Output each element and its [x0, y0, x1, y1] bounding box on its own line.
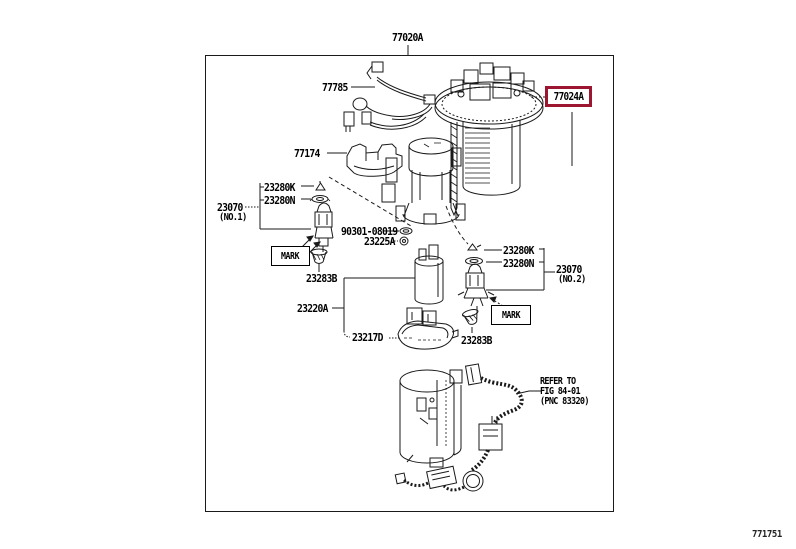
fuel-pump-drawing [397, 244, 459, 350]
sender-harness-drawing [394, 363, 524, 492]
callout-23217D[interactable]: 23217D [352, 331, 383, 344]
callout-left-23283B[interactable]: 23283B [306, 272, 337, 285]
diagram-frame [205, 45, 614, 512]
callout-left-23280N[interactable]: 23280N [264, 194, 295, 207]
refer-note-line1: REFER TO [540, 376, 576, 387]
pump-housing-drawing [381, 137, 466, 225]
callout-right-23070-no: (NO.2) [558, 274, 586, 285]
refer-note-line2: FIG 84-01 [540, 386, 581, 397]
callout-77024A-text: 77024A [553, 90, 584, 103]
figure-code: 771751 [752, 529, 782, 540]
callout-right-23283B[interactable]: 23283B [461, 334, 492, 347]
callout-left-23280K[interactable]: 23280K [264, 181, 295, 194]
refer-note: REFER TO FIG 84-01 (PNC 83320) [540, 376, 590, 407]
reserve-cup-drawing [399, 369, 463, 468]
highlighted-callout-77024A[interactable]: 77024A [545, 86, 592, 107]
callout-left-23070-no: (NO.1) [219, 212, 247, 223]
callout-77174[interactable]: 77174 [294, 147, 320, 160]
callout-right-23280K[interactable]: 23280K [503, 244, 534, 257]
leader-lines [245, 86, 555, 395]
pump-module-drawing [434, 62, 573, 217]
mark-box-left: MARK [271, 246, 310, 266]
refer-note-line3: (PNC 83320) [540, 396, 590, 407]
mark-box-right-text: MARK [501, 309, 521, 321]
mark-box-right: MARK [491, 305, 531, 325]
harness-drawing [343, 61, 436, 132]
oring-clip-icons [399, 227, 413, 246]
callout-right-23280N[interactable]: 23280N [503, 257, 534, 270]
right-injector-drawing [457, 243, 495, 325]
left-injector-drawing [309, 181, 334, 264]
callout-77785[interactable]: 77785 [322, 81, 348, 94]
callout-90301-08019[interactable]: 90301-08019 [341, 225, 398, 238]
callout-23225A[interactable]: 23225A [364, 235, 395, 248]
mark-box-left-text: MARK [281, 250, 300, 262]
callout-23220A[interactable]: 23220A [297, 302, 328, 315]
callout-77020A[interactable]: 77020A [392, 31, 423, 44]
callout-left-23070[interactable]: 23070 [217, 201, 243, 214]
callout-right-23070[interactable]: 23070 [556, 263, 582, 276]
bracket-drawing [346, 143, 403, 177]
